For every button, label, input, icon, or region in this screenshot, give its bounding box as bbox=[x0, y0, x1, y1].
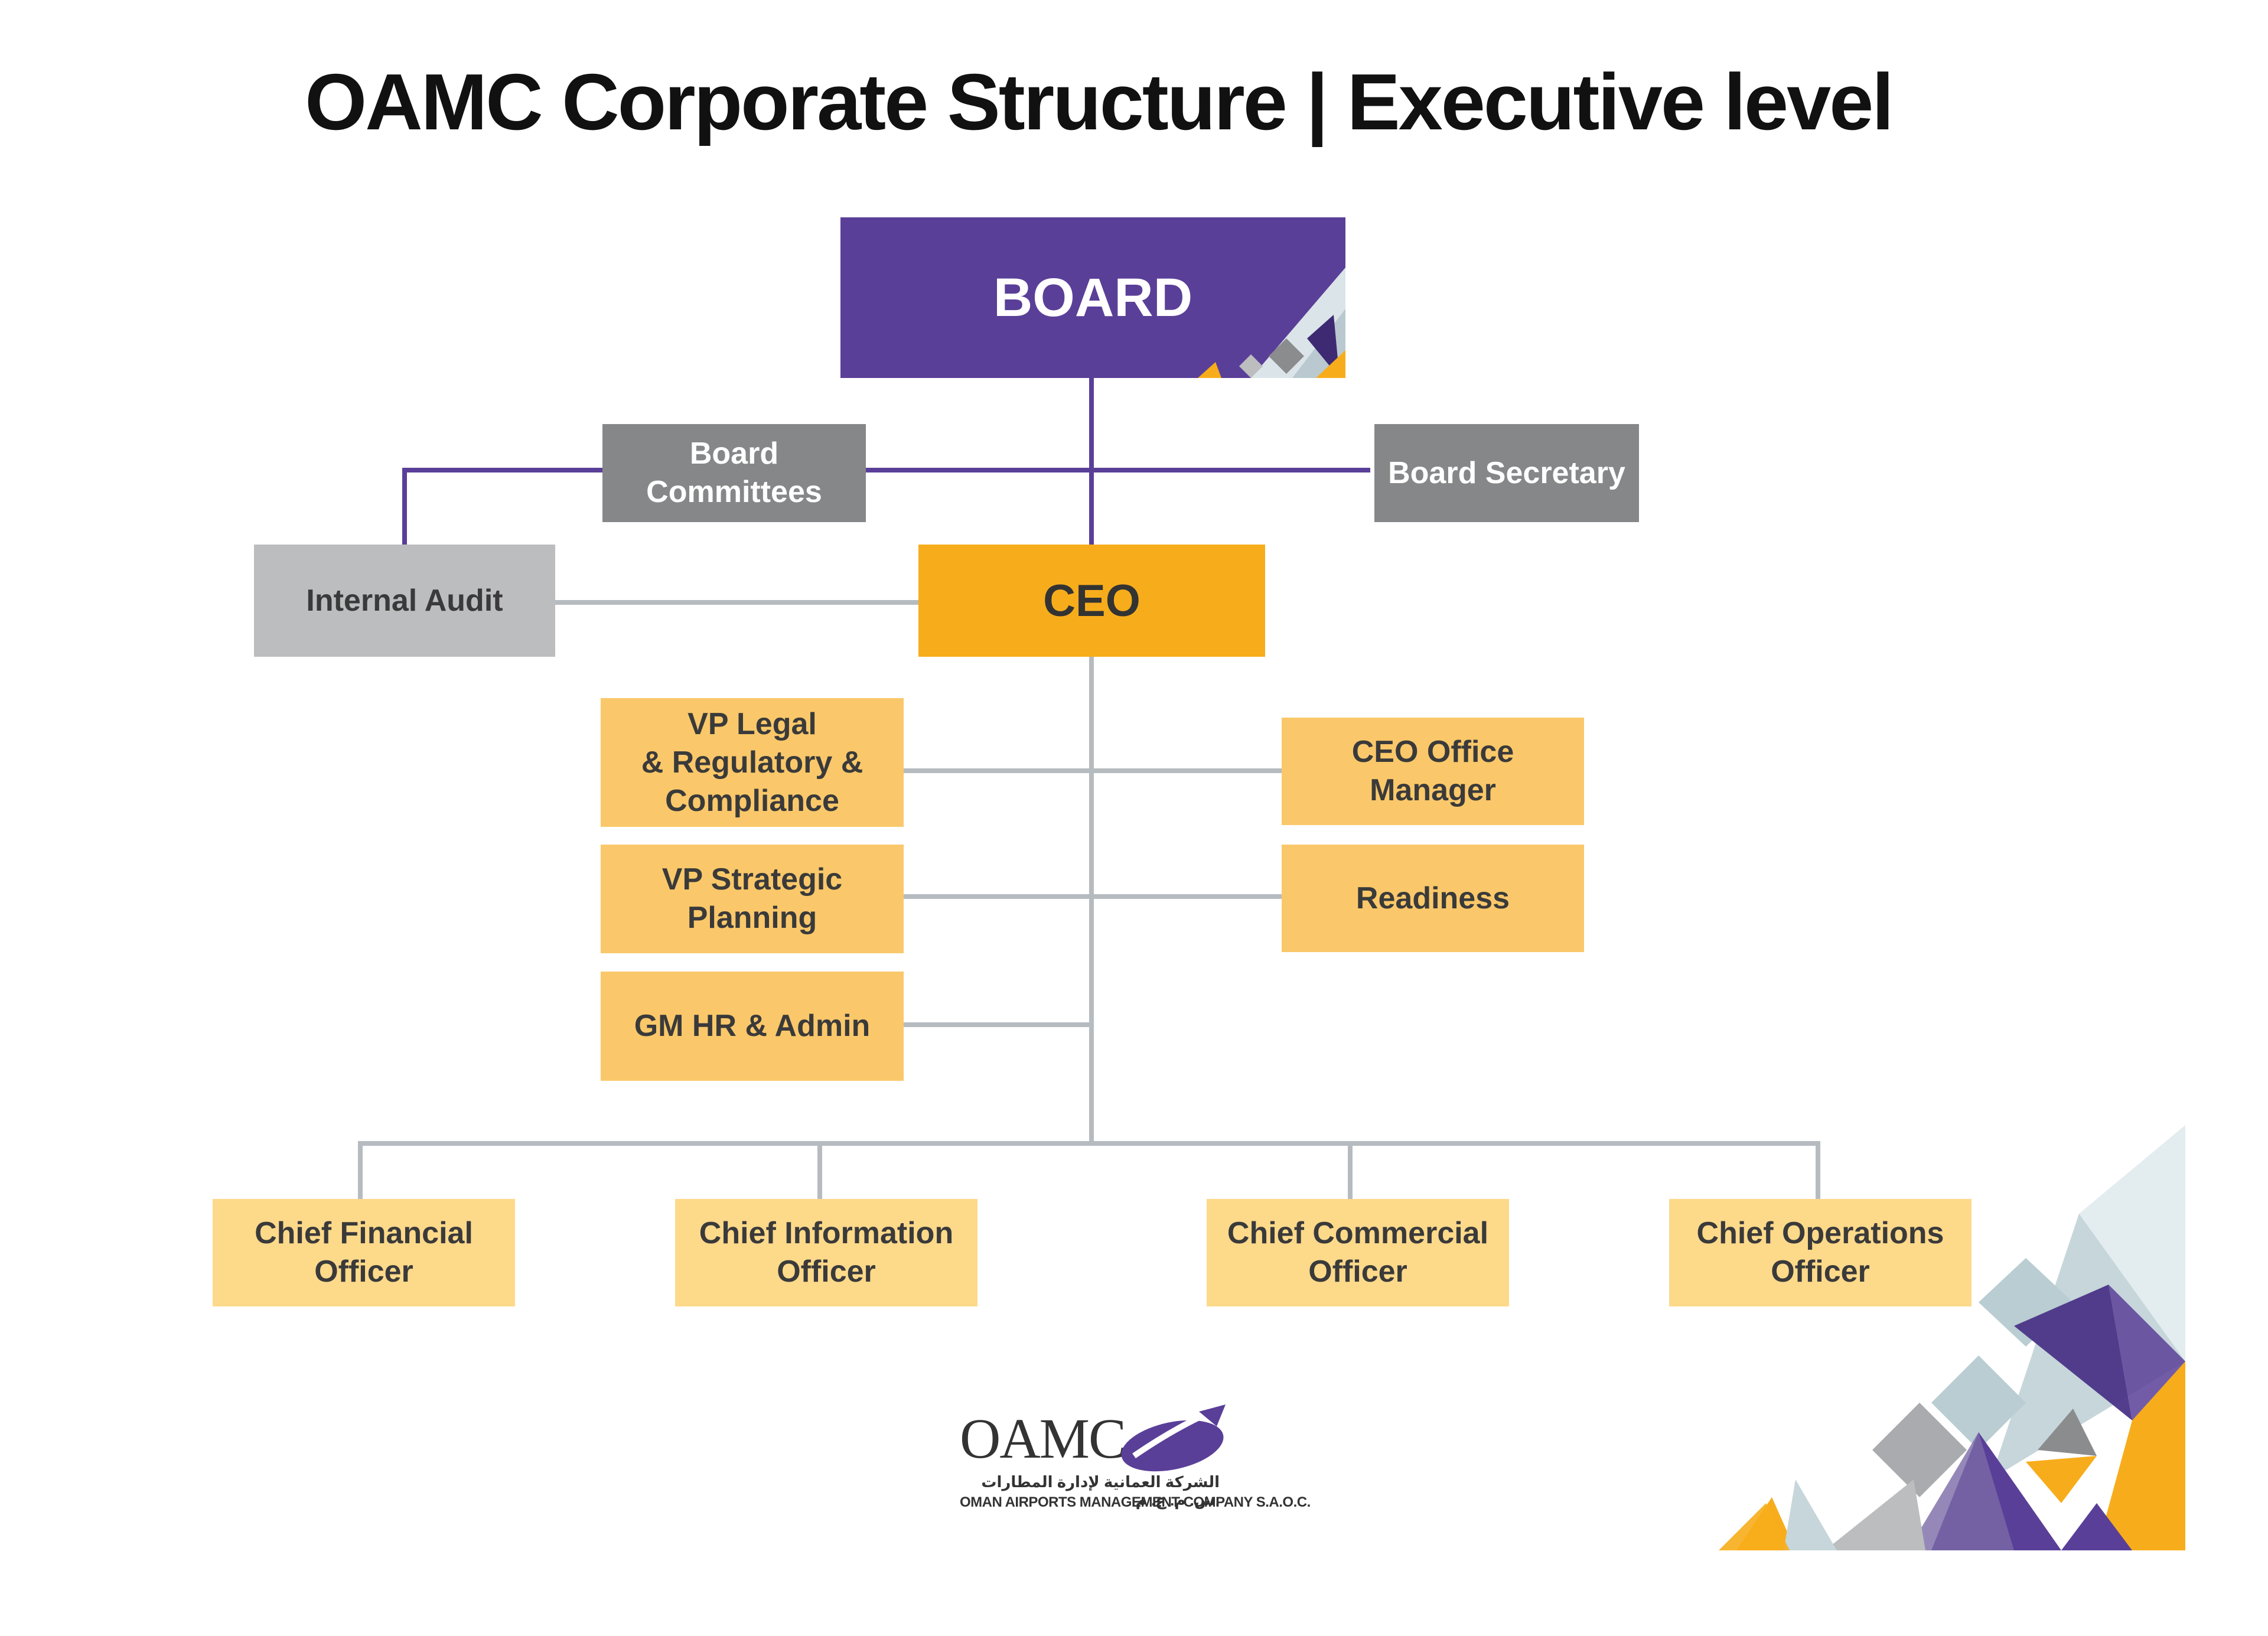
coo-label: Chief Operations Officer bbox=[1696, 1216, 1944, 1289]
ceo-office-manager-node: CEO Office Manager bbox=[1282, 718, 1584, 825]
page-title: OAMC Corporate Structure | Executive lev… bbox=[305, 57, 1894, 146]
ceo-label: CEO bbox=[1043, 575, 1140, 626]
cfo-node: Chief Financial Officer bbox=[213, 1199, 515, 1306]
internal-audit-label: Internal Audit bbox=[306, 583, 503, 618]
board-secretary-node: Board Secretary bbox=[1374, 424, 1639, 522]
cco-node: Chief Commercial Officer bbox=[1207, 1199, 1509, 1306]
decorative-geometric-pattern bbox=[1719, 1125, 2185, 1550]
logo-wordmark: OAMC bbox=[960, 1407, 1126, 1470]
oamc-logo: OAMC الشركة العمانية لإدارة المطارات ش. … bbox=[960, 1400, 1311, 1518]
vp-strategic-planning-label: VP Strategic Planning bbox=[662, 862, 843, 935]
gm-hr-admin-node: GM HR & Admin bbox=[601, 972, 904, 1081]
vp-legal-label: VP Legal & Regulatory & Compliance bbox=[641, 706, 863, 818]
readiness-label: Readiness bbox=[1355, 881, 1510, 915]
cfo-label: Chief Financial Officer bbox=[255, 1216, 473, 1289]
cco-label: Chief Commercial Officer bbox=[1227, 1216, 1489, 1289]
cio-node: Chief Information Officer bbox=[675, 1199, 977, 1306]
vp-strategic-planning-node: VP Strategic Planning bbox=[601, 845, 904, 953]
coo-node: Chief Operations Officer bbox=[1669, 1199, 1972, 1306]
board-label: BOARD bbox=[993, 267, 1193, 328]
ceo-node: CEO bbox=[918, 545, 1265, 657]
cio-label: Chief Information Officer bbox=[699, 1216, 954, 1289]
logo-swoosh-icon bbox=[1121, 1403, 1227, 1472]
ceo-office-manager-label: CEO Office Manager bbox=[1351, 735, 1514, 807]
board-committees-node: Board Committees bbox=[602, 424, 866, 522]
logo-company-name: OMAN AIRPORTS MANAGEMENT COMPANY S.A.O.C… bbox=[960, 1494, 1311, 1510]
logo-arabic-name: الشركة العمانية لإدارة المطارات ش. م. ع.… bbox=[981, 1473, 1220, 1509]
gm-hr-admin-label: GM HR & Admin bbox=[634, 1009, 871, 1043]
board-node: BOARD bbox=[840, 217, 1345, 378]
internal-audit-node: Internal Audit bbox=[254, 545, 555, 657]
board-committees-label: Board Committees bbox=[646, 436, 822, 509]
board-corner-pattern bbox=[1198, 268, 1345, 378]
readiness-node: Readiness bbox=[1282, 845, 1584, 952]
vp-legal-node: VP Legal & Regulatory & Compliance bbox=[601, 698, 904, 827]
board-secretary-label: Board Secretary bbox=[1388, 455, 1625, 490]
